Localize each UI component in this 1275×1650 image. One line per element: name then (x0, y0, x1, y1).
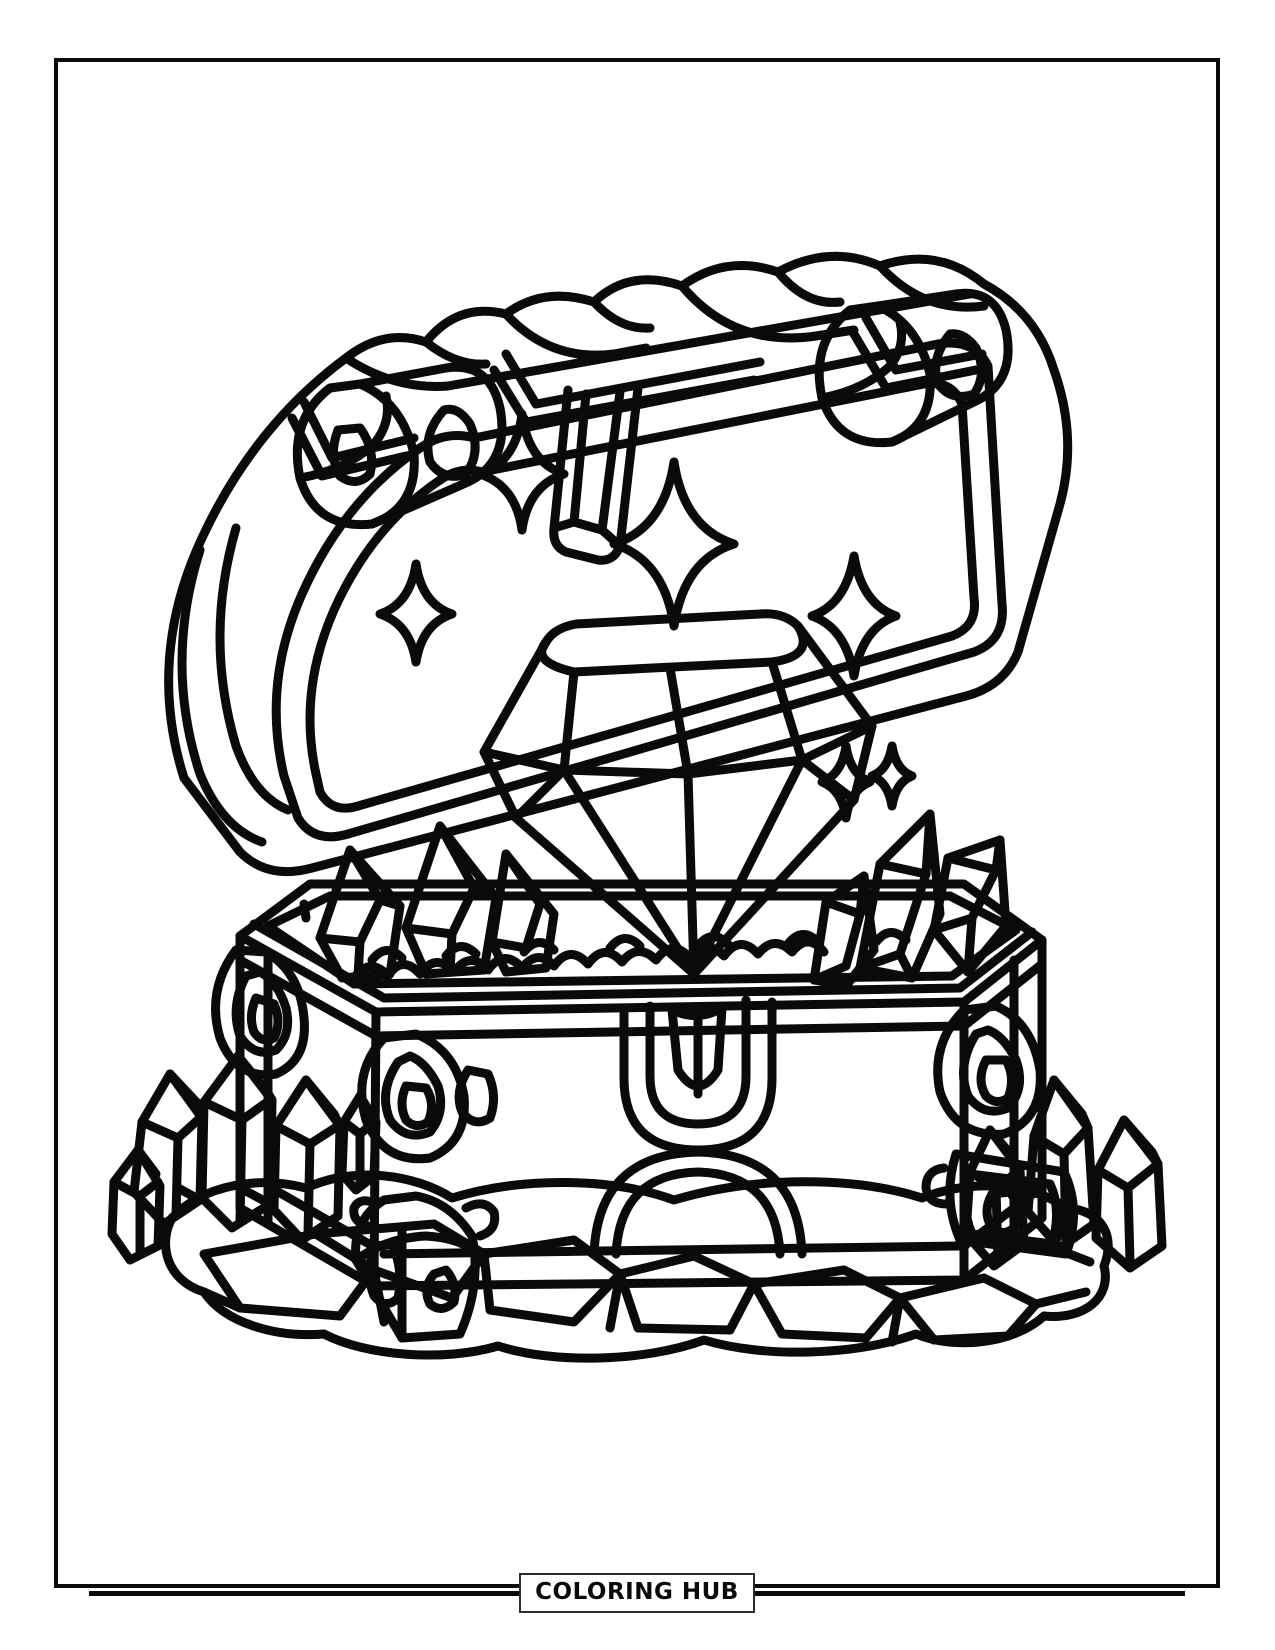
gem-shards-right (809, 809, 1011, 991)
sparkle-3 (609, 457, 739, 631)
brand-label: COLORING HUB (535, 1579, 739, 1605)
foot-front (349, 1191, 500, 1343)
chest-lid (164, 251, 1073, 877)
corner-bracket-right (933, 1001, 1045, 1139)
bracket-mid-left (357, 1029, 498, 1164)
front-arch (589, 1147, 807, 1259)
sparkle-4 (807, 551, 901, 681)
sparkle-2 (375, 559, 457, 667)
lid-hinge-right (814, 288, 1013, 448)
gem-shards-left (315, 821, 559, 983)
illustration-svg (107, 251, 1167, 1363)
sparkle-1 (475, 409, 569, 535)
brand-badge: COLORING HUB (519, 1573, 755, 1613)
foot-right (921, 1149, 1078, 1259)
footer-rule-right (754, 1590, 1185, 1596)
lock-clasp (619, 995, 777, 1155)
big-diamond (479, 609, 877, 979)
footer-brand: COLORING HUB (54, 1558, 1220, 1628)
corner-bracket-left (211, 945, 309, 1080)
sparkle-5 (817, 741, 875, 823)
footer-rule-left (89, 1590, 520, 1596)
sparkles-group (375, 409, 917, 823)
sparkle-6 (867, 741, 917, 811)
treasure-chest-illustration (54, 58, 1220, 1588)
